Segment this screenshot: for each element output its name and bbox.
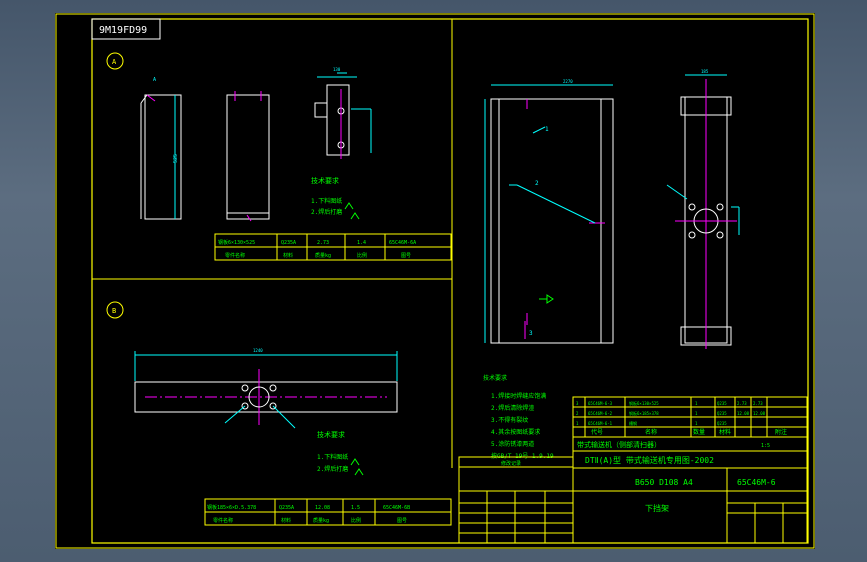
part-b-table: 钢板185×6×D.5.378 Q235A 12.08 1.5 65C46M-6… [204, 498, 452, 526]
main-note-4: 4.其余按图纸要求 [491, 428, 540, 436]
outer-border [55, 13, 815, 549]
notes-b-title: 技术要求 [317, 430, 345, 439]
part-b-hdr-material: 材料 [281, 517, 291, 524]
view-a-detail: 130 [314, 67, 372, 159]
dim-a-height: 525 [173, 154, 179, 163]
balloon-1: 1 [545, 126, 549, 133]
balloon-2: 2 [535, 180, 539, 187]
revision-table: 修改记录 [458, 456, 574, 544]
dim-right-height: 185 [701, 69, 709, 74]
part-b-hdr-weight: 质量kg [313, 517, 329, 524]
main-notes-title: 技术要求 [483, 374, 507, 382]
part-name: 下挡架 [645, 503, 669, 513]
main-note-2: 2.焊后清除焊渣 [491, 404, 534, 412]
view-a-side [226, 91, 270, 222]
bom-r2-c3: 钢板6×185×378 [629, 410, 659, 416]
notes-a-line-2: 2.焊后打磨 [311, 208, 342, 216]
title-block: 3 65C46M-6-3 钢板6×130×525 1 Q235 2.73 2.7… [572, 396, 808, 544]
part-a-table: 钢板6×130×525 Q235A 2.73 1.4 65C46M-6A 零件名… [214, 233, 452, 261]
bom-hdr-name: 名称 [645, 428, 657, 436]
notes-a-line-1: 1.下料图纸 [311, 197, 342, 205]
bom-r2-c5: Q235 [717, 411, 727, 416]
view-b-label: B [112, 307, 116, 315]
corner-code: 9M19FD99 [99, 25, 147, 36]
inner-border [91, 18, 809, 544]
dim-b-length: 1240 [253, 348, 263, 353]
main-note-5: 5.涂防锈漆两道 [491, 440, 534, 448]
part-b-weight: 12.08 [315, 505, 330, 511]
corner-code-box [91, 18, 161, 40]
view-b-plate: 1240 [134, 348, 398, 429]
rev-table-title: 修改记录 [501, 460, 521, 467]
main-note-6: 按GB/T 19号 1.9.19 [491, 452, 554, 460]
part-a-hdr-material: 材料 [283, 252, 293, 259]
notes-b-line-1: 1.下料图纸 [317, 453, 348, 461]
bom-r2-c6: 12.08 [737, 411, 750, 416]
part-a-hdr-name: 零件名称 [225, 252, 245, 259]
bom-r3-c5: Q235 [717, 421, 727, 426]
scale-hint: 1:5 [761, 443, 770, 449]
part-a-code: 65C46M-6A [389, 240, 416, 246]
model-code: B650 D108 A4 [635, 478, 693, 487]
section-a-marker: A [153, 77, 156, 83]
bom-r1-c7: 2.73 [753, 401, 763, 406]
part-a-qty: 1.4 [357, 240, 366, 246]
part-b-hdr-name: 零件名称 [213, 517, 233, 524]
bom-r3-c3: 槽钢 [629, 420, 637, 426]
bom-r1-c4: 1 [695, 401, 698, 406]
part-b-material: Q235A [279, 505, 294, 511]
bom-r1-c2: 65C46M-6-3 [588, 401, 613, 406]
notes-b-line-2: 2.焊后打磨 [317, 465, 348, 473]
drawing-canvas: 9M19FD99 A A 525 [55, 13, 815, 549]
drawing-no: 65C46M-6 [737, 478, 776, 487]
part-b-spec: 钢板185×6×D.5.378 [207, 504, 256, 511]
bom-r1-c1: 3 [576, 401, 579, 406]
part-b-code: 65C46M-6B [383, 505, 410, 511]
bom-r2-c1: 2 [576, 411, 579, 416]
standard-line: DTⅡ(A)型 带式输送机专用图-2002 [585, 455, 714, 465]
balloon-3: 3 [529, 330, 533, 337]
bom-hdr-note: 附注 [775, 428, 787, 436]
bom-hdr-qty: 数量 [693, 428, 705, 436]
bom-r1-c6: 2.73 [737, 401, 747, 406]
part-a-material: Q235A [281, 240, 296, 246]
bom-r3-c1: 1 [576, 421, 579, 426]
notes-a-title: 技术要求 [311, 176, 339, 185]
dim-a-width: 130 [333, 67, 341, 72]
bom-r2-c2: 65C46M-6-2 [588, 411, 613, 416]
bom-r3-c2: 65C46M-6-1 [588, 421, 613, 426]
bom-r2-c7: 12.08 [753, 411, 766, 416]
bom-r1-c5: Q235 [717, 401, 727, 406]
bom-hdr-material: 材料 [719, 428, 731, 436]
view-a-label: A [112, 58, 117, 66]
dim-right-top: 2270 [563, 79, 573, 84]
main-note-3: 3.不得有裂纹 [491, 416, 528, 424]
bom-r1-c3: 钢板6×130×525 [629, 400, 659, 406]
main-note-1: 1.焊接时焊缝应饱满 [491, 392, 546, 400]
project-line: 带式输送机（侧部清扫器） [577, 440, 661, 449]
bom-hdr-code: 代号 [591, 428, 603, 436]
bom-r2-c4: 1 [695, 411, 698, 416]
part-a-spec: 钢板6×130×525 [218, 239, 255, 246]
main-side-view: 185 [666, 69, 740, 349]
part-a-hdr-code: 图号 [401, 253, 411, 259]
part-b-hdr-code: 图号 [397, 518, 407, 524]
bom-r3-c4: 1 [695, 421, 698, 426]
main-front-view: 2270 1 2 3 [484, 79, 614, 344]
part-b-qty: 1.5 [351, 505, 360, 511]
roughness-symbols-a [344, 202, 360, 220]
view-a-front: A 525 [140, 77, 182, 220]
part-a-hdr-qty: 比例 [357, 252, 367, 259]
part-b-hdr-qty: 比例 [351, 517, 361, 524]
roughness-symbols-b [350, 458, 364, 476]
part-a-hdr-weight: 质量kg [315, 252, 331, 259]
view-a-circle [106, 52, 124, 70]
part-a-weight: 2.73 [317, 240, 329, 246]
drawing-sheet[interactable]: 9M19FD99 A A 525 [55, 13, 815, 549]
view-b-circle [106, 301, 124, 319]
